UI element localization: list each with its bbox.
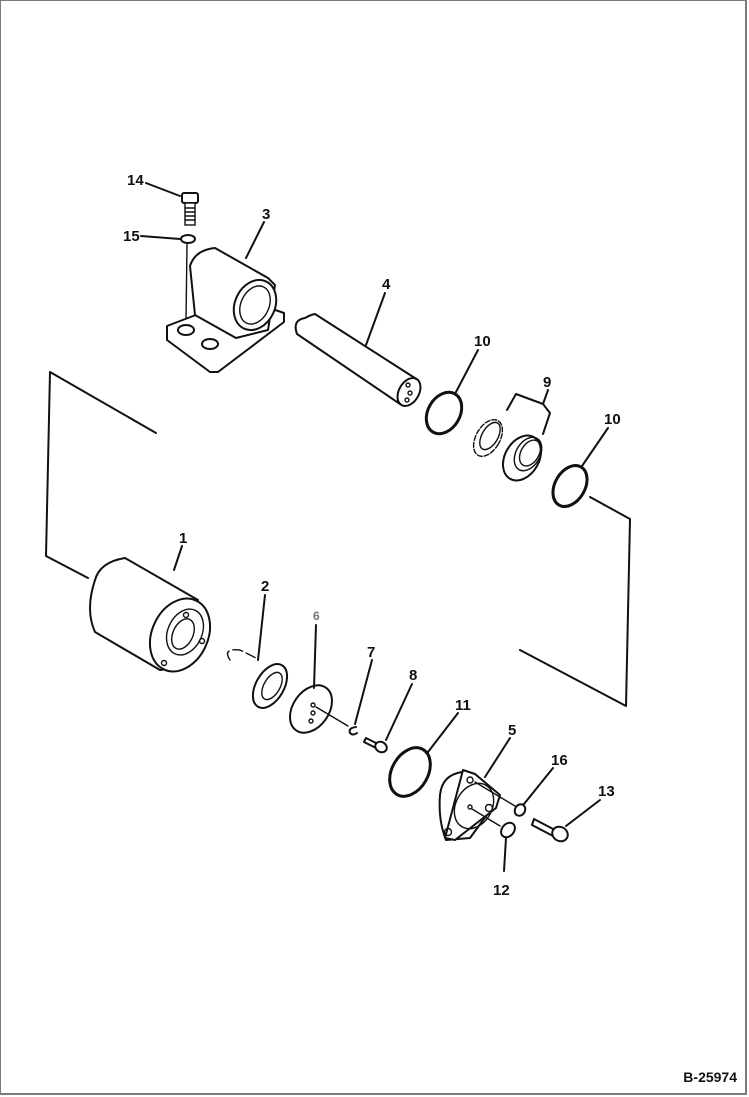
shaft-4-icon <box>294 313 422 407</box>
thrust-plate-6-icon <box>289 684 349 734</box>
bushing-2-icon <box>226 649 289 709</box>
pillow-block-3-icon <box>166 247 285 373</box>
callout-1: 1 <box>179 530 188 547</box>
callout-4: 4 <box>382 276 391 293</box>
callout-11: 11 <box>455 697 471 714</box>
o-ring-10-upper-icon <box>424 390 464 436</box>
lock-washer-7-icon <box>348 726 358 736</box>
callout-3: 3 <box>262 206 271 223</box>
callout-9: 9 <box>543 374 552 391</box>
callout-2: 2 <box>261 578 270 595</box>
callout-14: 16 <box>551 752 568 769</box>
o-ring-11-icon <box>388 746 432 798</box>
assembly-bracket-right <box>519 496 631 707</box>
callout-16: 15 <box>123 228 140 245</box>
cover-flange-5-icon <box>438 769 516 841</box>
callout-15: 14 <box>127 172 144 189</box>
callout-10-lower: 10 <box>604 411 621 428</box>
assembly-bracket-left <box>45 371 157 579</box>
callout-12: 12 <box>493 882 510 899</box>
bolt-15-icon <box>181 192 199 226</box>
o-ring-10-lower-icon <box>551 464 589 508</box>
roller-body-1-icon <box>89 557 212 673</box>
plug-12-icon <box>500 821 516 839</box>
callout-5: 5 <box>508 722 517 739</box>
callout-6: 6 <box>313 609 320 623</box>
bolt-8-icon <box>363 737 388 754</box>
callout-7: 7 <box>367 644 376 661</box>
callout-10-upper: 10 <box>474 333 491 350</box>
bolt-13-icon <box>531 818 569 843</box>
washer-14-icon <box>513 803 527 817</box>
leader-lines <box>140 182 609 872</box>
callout-13: 13 <box>598 783 615 800</box>
callout-8: 8 <box>409 667 418 684</box>
drawing-reference-code: B-25974 <box>683 1069 737 1085</box>
floating-seal-9-icon <box>472 418 543 482</box>
